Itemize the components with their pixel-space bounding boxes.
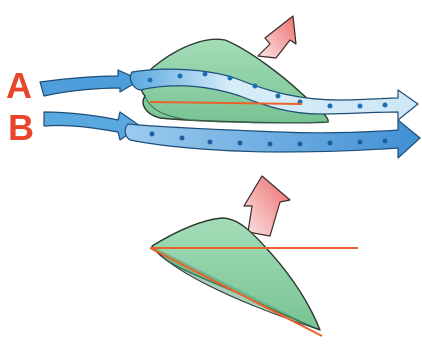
stream-a-label: A — [6, 65, 32, 106]
stream-b-label: B — [8, 107, 34, 148]
lift-arrow-top-icon — [258, 16, 296, 58]
lift-arrow-bottom-icon — [244, 176, 290, 236]
bottom-airfoil — [152, 218, 320, 330]
